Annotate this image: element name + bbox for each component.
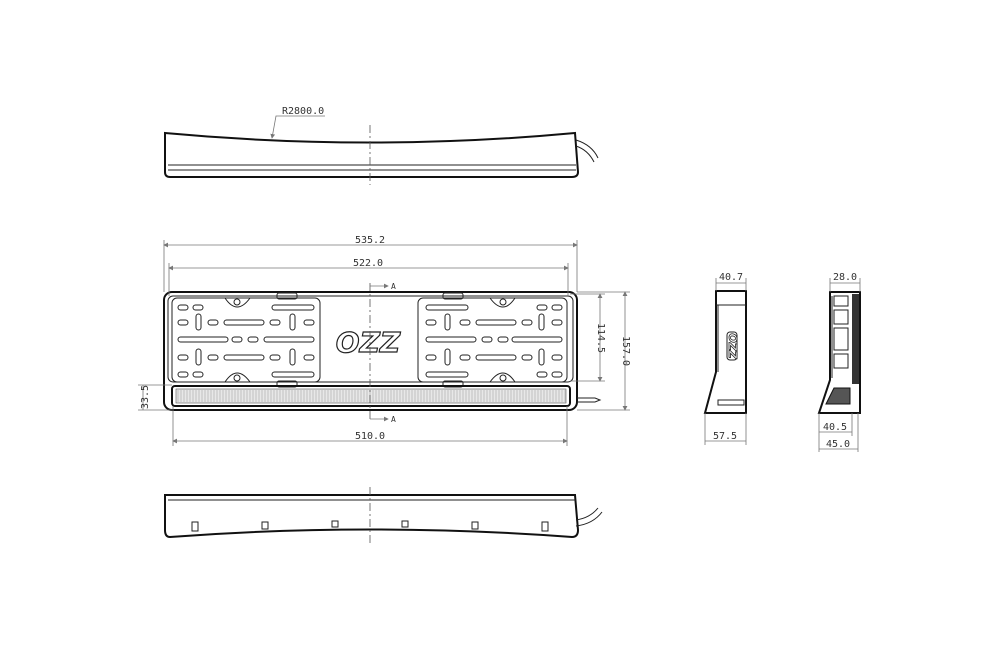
bottom-view xyxy=(164,487,603,545)
side-view-left: OZZ 40.7 57.5 xyxy=(703,272,747,445)
front-view: OZZ A A 535.2 522.0 510.0 114.5 157.0 33… xyxy=(138,235,631,446)
right-plate-mount xyxy=(417,297,568,383)
dim-plate-height: 114.5 xyxy=(595,323,606,353)
dim-side-top-depth: 40.7 xyxy=(719,272,743,283)
side-logo: OZZ xyxy=(726,333,739,359)
left-plate-mount xyxy=(171,297,321,383)
led-bar xyxy=(171,385,571,407)
radius-label: R2800.0 xyxy=(282,106,324,117)
dim-section-outer-bottom: 45.0 xyxy=(826,439,850,450)
dim-led-height: 33.5 xyxy=(140,385,151,409)
dim-side-bottom-depth: 57.5 xyxy=(713,431,737,442)
brand-logo: OZZ xyxy=(336,326,401,359)
section-marker-bottom: A xyxy=(391,415,396,424)
dim-led-width: 510.0 xyxy=(355,431,385,442)
top-view: R2800.0 xyxy=(164,106,599,185)
dim-section-inner-bottom: 40.5 xyxy=(823,422,847,433)
section-view: 28.0 40.5 45.0 xyxy=(817,272,861,452)
dim-overall-height: 157.0 xyxy=(620,336,631,366)
dim-overall-width: 535.2 xyxy=(355,235,385,246)
section-marker-top: A xyxy=(391,282,396,291)
dim-frame-width: 522.0 xyxy=(353,258,383,269)
dim-section-top-depth: 28.0 xyxy=(833,272,857,283)
